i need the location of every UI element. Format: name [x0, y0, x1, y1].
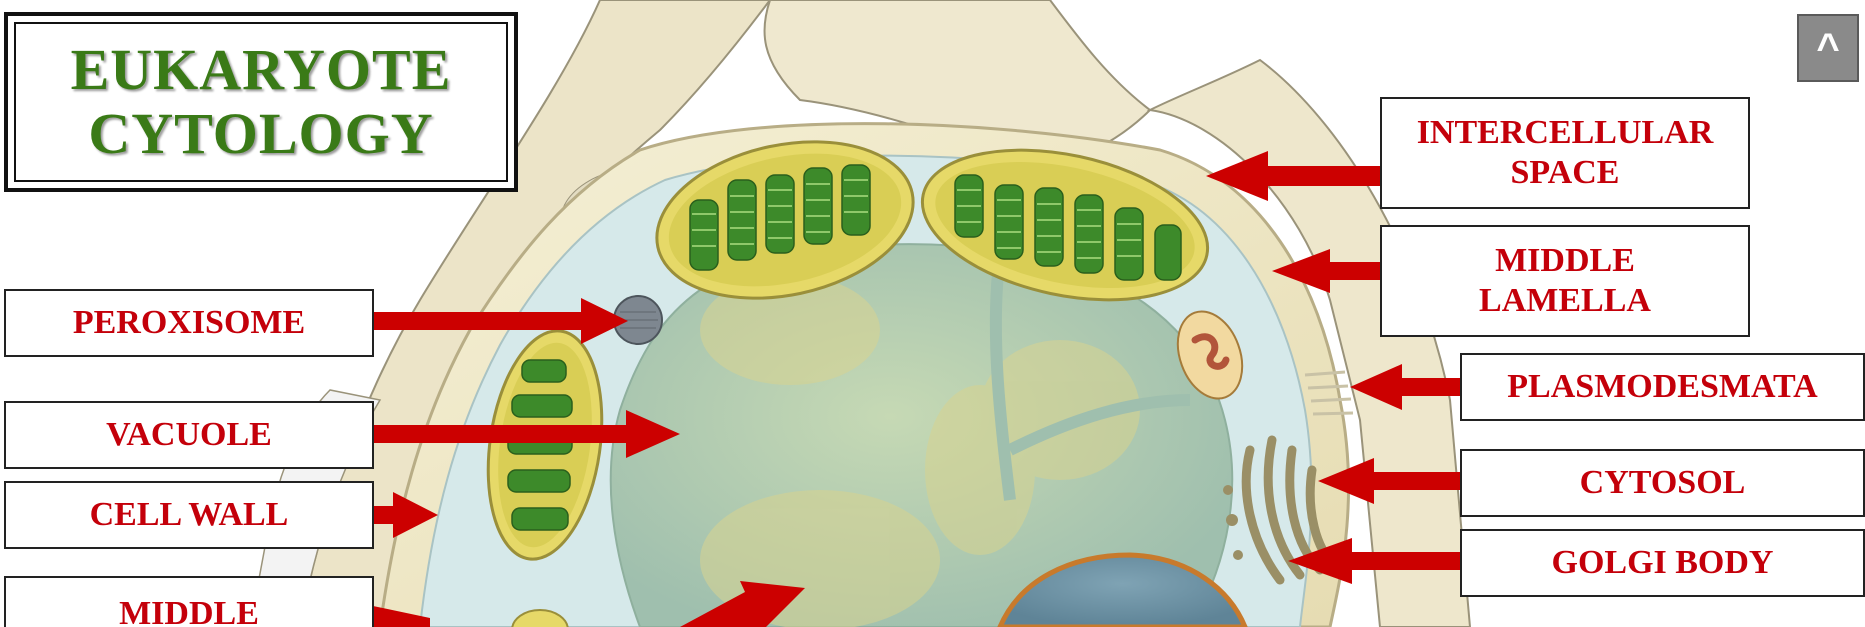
label-cytosol-text: CYTOSOL	[1580, 463, 1746, 503]
label-middle-lamella: MIDDLE LAMELLA	[1380, 225, 1750, 337]
label-middle-partial-text: MIDDLE	[119, 594, 259, 627]
scroll-up-button[interactable]: ^	[1797, 14, 1859, 82]
label-cytosol: CYTOSOL	[1460, 449, 1865, 517]
title-box: EUKARYOTE CYTOLOGY	[4, 12, 518, 192]
title-inner-frame: EUKARYOTE CYTOLOGY	[14, 22, 508, 182]
label-plasmodesmata: PLASMODESMATA	[1460, 353, 1865, 421]
title-line-2: CYTOLOGY	[88, 102, 433, 166]
label-middle-lamella-line2: LAMELLA	[1479, 281, 1651, 321]
label-middle-partial: MIDDLE	[4, 576, 374, 627]
label-peroxisome: PEROXISOME	[4, 289, 374, 357]
label-vacuole: VACUOLE	[4, 401, 374, 469]
label-cell-wall: CELL WALL	[4, 481, 374, 549]
label-middle-lamella-line1: MIDDLE	[1495, 241, 1635, 281]
caret-up-icon: ^	[1816, 26, 1839, 71]
title-line-1: EUKARYOTE	[71, 38, 452, 102]
label-vacuole-text: VACUOLE	[106, 415, 272, 455]
label-cell-wall-text: CELL WALL	[90, 495, 289, 535]
label-golgi-body: GOLGI BODY	[1460, 529, 1865, 597]
label-golgi-body-text: GOLGI BODY	[1552, 543, 1774, 583]
label-intercellular-space-line2: SPACE	[1511, 153, 1620, 193]
label-intercellular-space: INTERCELLULAR SPACE	[1380, 97, 1750, 209]
label-plasmodesmata-text: PLASMODESMATA	[1507, 367, 1817, 407]
label-peroxisome-text: PEROXISOME	[73, 303, 305, 343]
label-intercellular-space-line1: INTERCELLULAR	[1417, 113, 1714, 153]
